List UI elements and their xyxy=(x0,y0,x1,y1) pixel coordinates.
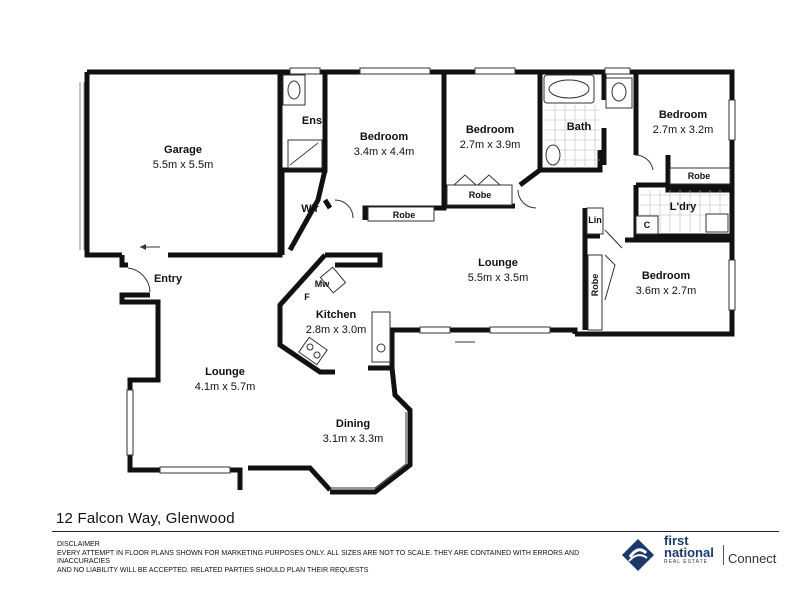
brand-name: first national xyxy=(664,533,714,560)
dining-size: 3.1m x 3.3m xyxy=(323,433,384,445)
bath-label: Bath xyxy=(567,121,592,133)
disclaimer: DISCLAIMER EVERY ATTEMPT IN FLOOR PLANS … xyxy=(57,541,617,575)
disclaimer-line-1: EVERY ATTEMPT IN FLOOR PLANS SHOWN FOR M… xyxy=(57,549,580,566)
ensuite-label: Ens xyxy=(302,115,322,127)
footer-divider xyxy=(52,531,779,532)
wir-label: Wir xyxy=(301,203,319,215)
bedroom-2-size: 2.7m x 3.9m xyxy=(460,139,521,151)
kitchen-label: Kitchen xyxy=(316,309,357,321)
fixtures xyxy=(282,74,729,366)
garage-size: 5.5m x 5.5m xyxy=(153,159,214,171)
property-address: 12 Falcon Way, Glenwood xyxy=(56,510,235,527)
bedroom-4-label: Bedroom xyxy=(642,270,691,282)
brand-tagline: REAL ESTATE xyxy=(664,559,708,565)
main-bedroom-label: Bedroom xyxy=(360,131,409,143)
lounge-mid-size: 5.5m x 3.5m xyxy=(468,272,529,284)
bedroom-3-robe-label: Robe xyxy=(688,171,711,181)
entry-label: Entry xyxy=(154,273,183,285)
bedroom-4-robe-label: Robe xyxy=(590,274,600,297)
microwave-label: Mw xyxy=(315,279,330,289)
garage-label: Garage xyxy=(164,144,202,156)
main-bedroom-size: 3.4m x 4.4m xyxy=(354,146,415,158)
laundry-cupboard-label: C xyxy=(644,220,651,230)
brand-name-line-1: first xyxy=(664,533,689,548)
kitchen-size: 2.8m x 3.0m xyxy=(306,324,367,336)
lounge-main-label: Lounge xyxy=(205,366,245,378)
laundry-label: L'dry xyxy=(670,201,697,213)
fridge-label: F xyxy=(304,292,310,302)
tiles xyxy=(545,105,728,232)
windows xyxy=(126,67,736,489)
bedroom-3-size: 2.7m x 3.2m xyxy=(653,124,714,136)
disclaimer-line-2: AND NO LIABILITY WILL BE ACCEPTED. RELAT… xyxy=(57,566,369,574)
brand-name-line-2: national xyxy=(664,545,714,560)
main-robe-label: Robe xyxy=(393,210,416,220)
dining-label: Dining xyxy=(336,418,370,430)
brand-logo: first national REAL ESTATE Connect xyxy=(618,531,788,571)
room-labels: Garage 5.5m x 5.5m Ens Wir Bedroom 3.4m … xyxy=(153,109,714,445)
lounge-mid-label: Lounge xyxy=(478,257,518,269)
brand-suffix: Connect xyxy=(728,551,777,566)
bedroom-2-robe-label: Robe xyxy=(469,190,492,200)
lounge-main-size: 4.1m x 5.7m xyxy=(195,381,256,393)
bedroom-2-label: Bedroom xyxy=(466,124,515,136)
brand-separator xyxy=(723,545,724,565)
bedroom-4-size: 3.6m x 2.7m xyxy=(636,285,697,297)
linen-label: Lin xyxy=(588,215,602,225)
built-ins xyxy=(319,167,731,331)
bedroom-3-label: Bedroom xyxy=(659,109,708,121)
disclaimer-title: DISCLAIMER xyxy=(57,541,100,548)
brand-mark-icon xyxy=(622,539,654,571)
doors xyxy=(127,154,654,343)
